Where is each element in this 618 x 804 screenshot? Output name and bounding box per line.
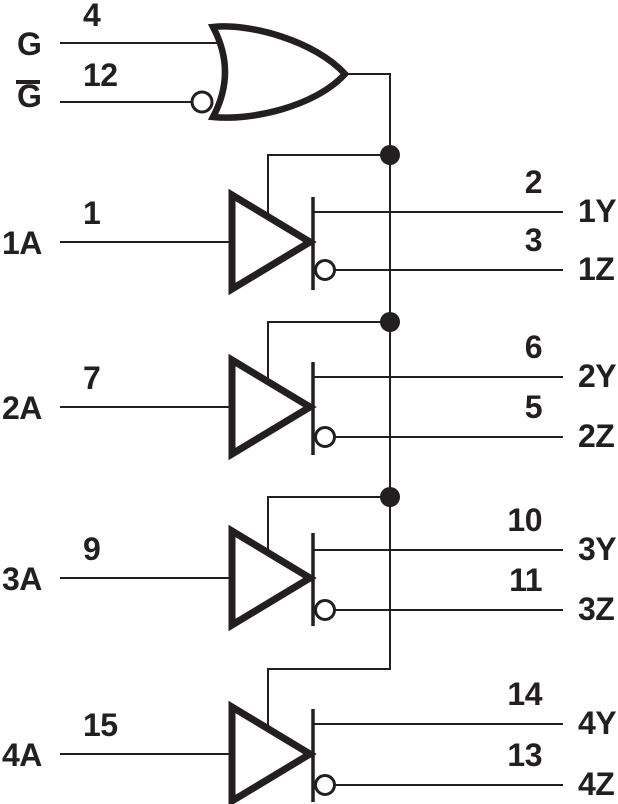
driver-3-inverting-bubble-icon [314,599,336,621]
driver-2-z-pin: 5 [525,389,542,425]
wire-enable-branch-1 [267,154,390,218]
driver-3-z-pin: 11 [509,562,542,598]
driver-1: 1A 1 2 1Y 3 1Z [2,164,617,296]
driver-2-input-pin: 7 [83,360,100,396]
driver-3-input-label: 3A [2,561,42,597]
junction-dots [380,145,400,507]
junction-dot-3 [380,487,400,507]
driver-4-y-label: 4Y [578,705,616,741]
driver-2: 2A 7 6 2Y 5 2Z [2,329,617,461]
driver-4-z-label: 4Z [578,766,614,802]
driver-2-y-pin: 6 [525,329,542,365]
driver-2-y-label: 2Y [578,358,616,394]
driver-2-buffer-icon [228,353,317,461]
driver-2-inverting-bubble-icon [314,426,336,448]
driver-2-input-label: 2A [2,390,42,426]
driver-4-input-label: 4A [2,737,42,773]
driver-4-buffer-icon [228,700,317,804]
or-gate-body-icon [207,23,350,121]
g-input-label: G [17,26,41,62]
driver-2-z-label: 2Z [578,418,614,454]
driver-3-input-pin: 9 [83,531,100,567]
gbar-inverting-bubble-icon [190,90,214,114]
driver-3-y-label: 3Y [578,531,616,567]
enable-or-gate: G 4 G 12 [16,0,350,121]
driver-1-input-label: 1A [2,225,42,261]
driver-3-z-label: 3Z [578,591,614,627]
junction-dot-2 [380,312,400,332]
driver-1-buffer-icon [228,188,317,296]
driver-1-z-pin: 3 [525,222,542,258]
gbar-input-pin: 12 [83,57,118,93]
driver-1-input-pin: 1 [83,195,100,231]
wire-enable-branch-2 [267,321,390,383]
wires [60,42,563,786]
driver-3-y-pin: 10 [507,502,542,538]
driver-3-buffer-icon [228,524,317,632]
driver-1-y-label: 1Y [578,193,616,229]
driver-4-y-pin: 14 [507,676,542,712]
driver-4-inverting-bubble-icon [314,774,336,796]
driver-1-inverting-bubble-icon [314,259,336,281]
driver-4-z-pin: 13 [507,737,542,773]
driver-4: 4A 15 14 4Y 13 4Z [2,676,617,804]
wire-enable-branch-3 [267,496,390,556]
driver-1-y-pin: 2 [525,164,542,200]
gbar-input-label: G [17,78,41,114]
driver-4-input-pin: 15 [83,707,118,743]
driver-3: 3A 9 10 3Y 11 3Z [2,502,617,632]
driver-1-z-label: 1Z [578,251,614,287]
junction-dot-1 [380,145,400,165]
g-input-pin: 4 [83,0,101,33]
wire-enable-bus [267,73,391,727]
